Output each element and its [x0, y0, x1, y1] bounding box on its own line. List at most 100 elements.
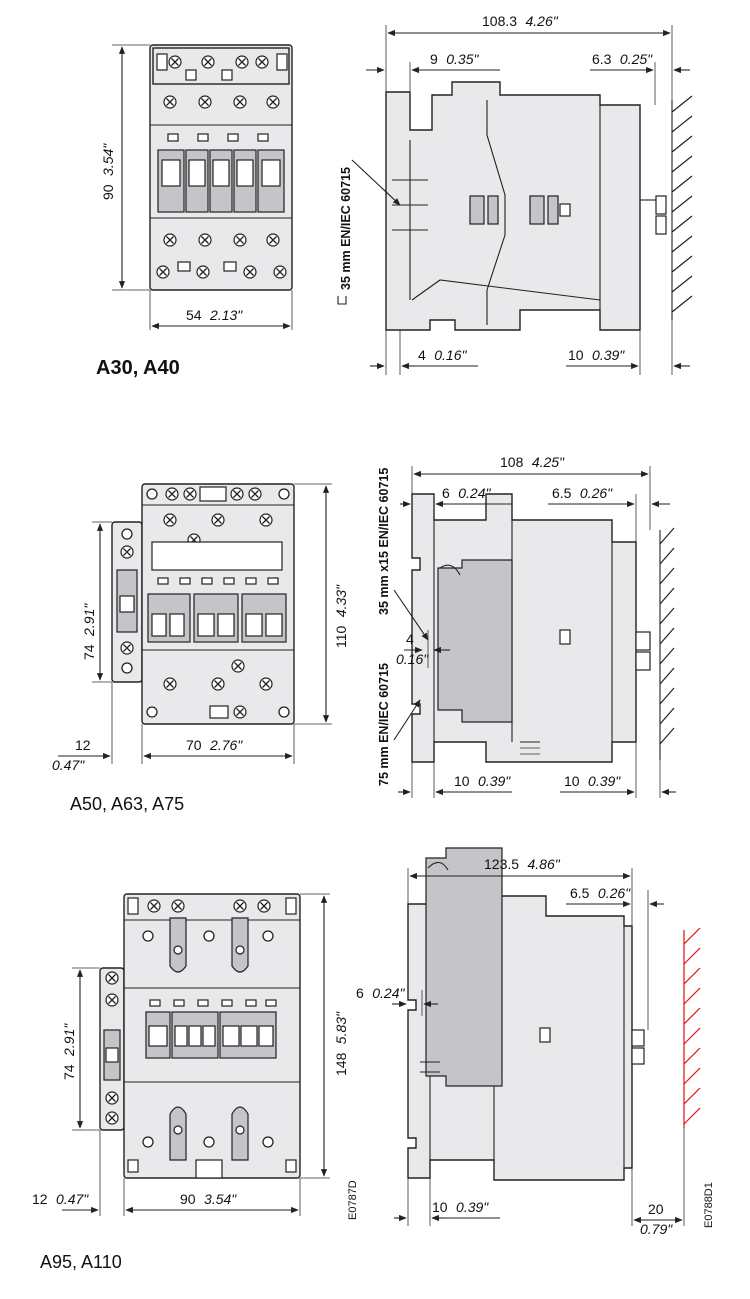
a50-bottom-right-mm: 10	[564, 773, 580, 789]
a50-height-mm: 110	[333, 625, 349, 648]
svg-text:10 0.39": 10 0.39"	[454, 773, 511, 790]
a50-depth-in: 4.25"	[532, 454, 565, 470]
a50-depth-dimensions: 108 4.25" 6 0.24" 6.5 0.26" 10 0.39"	[398, 454, 676, 798]
a95-depth-in: 4.86"	[528, 856, 561, 872]
drawing-code-left: E0787D	[347, 1180, 359, 1220]
a95-top-right-in: 0.26"	[598, 885, 631, 901]
a30-top-left-mm: 9	[430, 51, 438, 67]
a30-depth-mm: 108.3	[482, 13, 517, 29]
a95-width-in: 3.54"	[204, 1191, 237, 1207]
svg-text:74 2.91": 74 2.91"	[81, 603, 98, 660]
drawing-code-right: E0788D1	[703, 1182, 715, 1228]
a50-rail-label-1: 35 mm x15 EN/IEC 60715	[377, 468, 391, 615]
a50-bottom-right-in: 0.39"	[588, 773, 621, 789]
a30-bottom-right-mm: 10	[568, 347, 584, 363]
a30-rail-label: 35 mm EN/IEC 60715	[339, 167, 353, 290]
a50-aux-height-mm: 74	[81, 644, 97, 660]
a30-mounting-wall	[671, 95, 693, 320]
svg-text:110 4.33": 110 4.33"	[333, 584, 350, 648]
a30-bottom-left-in: 0.16"	[434, 347, 467, 363]
a30-width-in: 2.13"	[209, 307, 243, 323]
model-label-a50: A50, A63, A75	[70, 794, 184, 814]
a30-height-in: 3.54"	[100, 143, 116, 176]
svg-text:10 0.39": 10 0.39"	[568, 347, 625, 364]
a50-mid-in: 0.16"	[396, 651, 429, 667]
svg-text:6 0.24": 6 0.24"	[356, 985, 405, 1002]
svg-text:108 4.25": 108 4.25"	[500, 454, 565, 471]
a30-top-right-mm: 6.3	[592, 51, 612, 67]
a95-bottom-left-mm: 10	[432, 1199, 448, 1215]
a50-bottom-left-in: 0.39"	[478, 773, 511, 789]
a50-aux-width-in: 0.47"	[52, 757, 85, 773]
a95-aux-height-dimension: 74 2.91"	[61, 967, 100, 1131]
a50-top-right-in: 0.26"	[580, 485, 613, 501]
a50-height-in: 4.33"	[333, 584, 349, 617]
a95-height-dimension: 148 5.83"	[300, 893, 350, 1179]
a95-height-in: 5.83"	[333, 1011, 349, 1044]
a95-height-mm: 148	[333, 1052, 349, 1076]
a30-width-mm: 54	[186, 307, 202, 323]
a50-top-left-in: 0.24"	[458, 485, 491, 501]
a95-width-mm: 90	[180, 1191, 196, 1207]
a30-depth-dimensions: 108.3 4.26" 9 0.35" 6.3 0.25" 4 0.16"	[366, 13, 690, 375]
a50-aux-height-dimension: 74 2.91"	[81, 521, 112, 683]
a50-depth-mm: 108	[500, 454, 524, 470]
a50-top-left-mm: 6	[442, 485, 450, 501]
a95-top-right-mm: 6.5	[570, 885, 590, 901]
a50-width-mm: 70	[186, 737, 202, 753]
svg-text:74 2.91": 74 2.91"	[61, 1023, 78, 1080]
svg-text:6.3 0.25": 6.3 0.25"	[592, 51, 653, 68]
svg-text:123.5 4.86": 123.5 4.86"	[484, 856, 561, 873]
a95-side-in: 0.24"	[372, 985, 405, 1001]
a30-depth-in: 4.26"	[526, 13, 559, 29]
a50-width-dimensions: 12 0.47" 70 2.76"	[52, 682, 295, 773]
a50-mounting-wall	[659, 527, 675, 760]
a95-depth-dimensions: 123.5 4.86" 6.5 0.26" 6 0.24" 10 0.39" 2…	[356, 856, 685, 1237]
a30-side-view	[385, 81, 667, 331]
svg-text:4 0.16": 4 0.16"	[418, 347, 467, 364]
svg-text:90 3.54": 90 3.54"	[180, 1191, 237, 1208]
a50-rail-label-2: 75 mm EN/IEC 60715	[377, 663, 391, 786]
a50-mid-mm: 4	[406, 631, 414, 647]
a95-bottom-right-in: 0.79"	[640, 1221, 673, 1237]
a95-depth-mm: 123.5	[484, 856, 519, 872]
model-label-a95: A95, A110	[40, 1252, 122, 1272]
a95-aux-width-mm: 12	[32, 1191, 48, 1207]
a50-side-view	[411, 493, 651, 763]
a30-height-mm: 90	[100, 184, 116, 200]
a50-height-dimension: 110 4.33"	[294, 483, 350, 725]
a95-mounting-wall	[683, 927, 701, 1128]
a50-top-right-mm: 6.5	[552, 485, 572, 501]
svg-text:90 3.54": 90 3.54"	[100, 143, 117, 200]
a95-width-dimensions: 12 0.47" 90 3.54"	[32, 1130, 301, 1216]
model-label-a30: A30, A40	[96, 357, 180, 379]
a30-height-dimension: 90 3.54"	[100, 44, 150, 291]
a50-aux-height-in: 2.91"	[81, 603, 97, 637]
a95-front-view	[99, 893, 301, 1179]
svg-text:10 0.39": 10 0.39"	[564, 773, 621, 790]
a50-front-view	[111, 483, 295, 725]
a50-aux-width-mm: 12	[75, 737, 91, 753]
a50-width-in: 2.76"	[209, 737, 243, 753]
svg-text:70 2.76": 70 2.76"	[186, 737, 243, 754]
a30-bottom-left-mm: 4	[418, 347, 426, 363]
svg-text:9 0.35": 9 0.35"	[430, 51, 479, 68]
a95-aux-width-in: 0.47"	[56, 1191, 89, 1207]
svg-text:12 0.47": 12 0.47"	[32, 1191, 89, 1208]
svg-text:6.5 0.26": 6.5 0.26"	[570, 885, 631, 902]
a30-rail-annotation: 35 mm EN/IEC 60715	[337, 159, 401, 305]
svg-text:148 5.83": 148 5.83"	[333, 1011, 350, 1076]
a95-bottom-right-mm: 20	[648, 1201, 664, 1217]
a30-top-left-in: 0.35"	[446, 51, 479, 67]
svg-text:6.5 0.26": 6.5 0.26"	[552, 485, 613, 502]
svg-text:10 0.39": 10 0.39"	[432, 1199, 489, 1216]
a95-aux-height-in: 2.91"	[61, 1023, 77, 1057]
a50-rail-annotations: 35 mm x15 EN/IEC 60715 75 mm EN/IEC 6071…	[377, 468, 450, 786]
a95-aux-height-mm: 74	[61, 1064, 77, 1080]
svg-text:54 2.13": 54 2.13"	[186, 307, 243, 324]
a95-bottom-left-in: 0.39"	[456, 1199, 489, 1215]
a95-side-mm: 6	[356, 985, 364, 1001]
a30-width-dimension: 54 2.13"	[149, 290, 293, 330]
a30-bottom-right-in: 0.39"	[592, 347, 625, 363]
